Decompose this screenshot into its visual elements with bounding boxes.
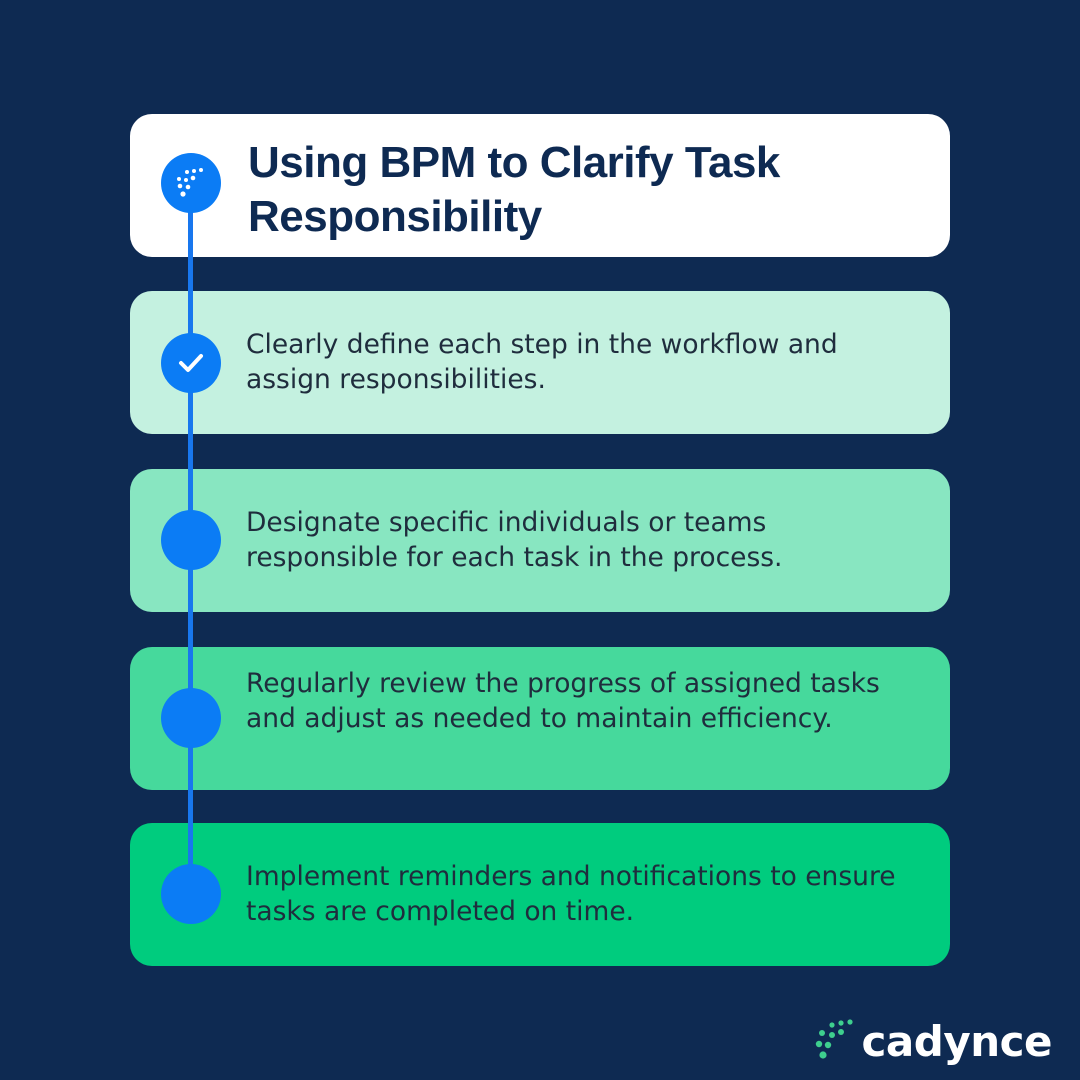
step-card-2: Designate specific individuals or teams … xyxy=(130,469,950,612)
brand-name: cadynce xyxy=(861,1017,1053,1066)
page-title: Using BPM to Clarify Task Responsibility xyxy=(248,138,780,241)
timeline-node-1 xyxy=(161,333,221,393)
step-card-4: Implement reminders and notifications to… xyxy=(130,823,950,966)
timeline-node-4 xyxy=(161,864,221,924)
check-icon xyxy=(179,354,203,372)
cadynce-dots-icon xyxy=(177,168,203,197)
cadynce-logo-icon xyxy=(815,1018,853,1059)
step-card-1: Clearly define each step in the workflow… xyxy=(130,291,950,434)
step-text-3: Regularly review the progress of assigne… xyxy=(246,668,880,734)
title-card: Using BPM to Clarify Task Responsibility xyxy=(130,114,950,257)
step-text-2: Designate specific individuals or teams … xyxy=(246,507,783,573)
step-card-3: Regularly review the progress of assigne… xyxy=(130,647,950,790)
timeline-node-3 xyxy=(161,688,221,748)
brand-logo: cadynce xyxy=(810,1017,1053,1066)
timeline-logo-node xyxy=(161,153,221,213)
step-text-1: Clearly define each step in the workflow… xyxy=(246,329,838,395)
step-text-4: Implement reminders and notifications to… xyxy=(246,861,896,927)
timeline-node-2 xyxy=(161,510,221,570)
